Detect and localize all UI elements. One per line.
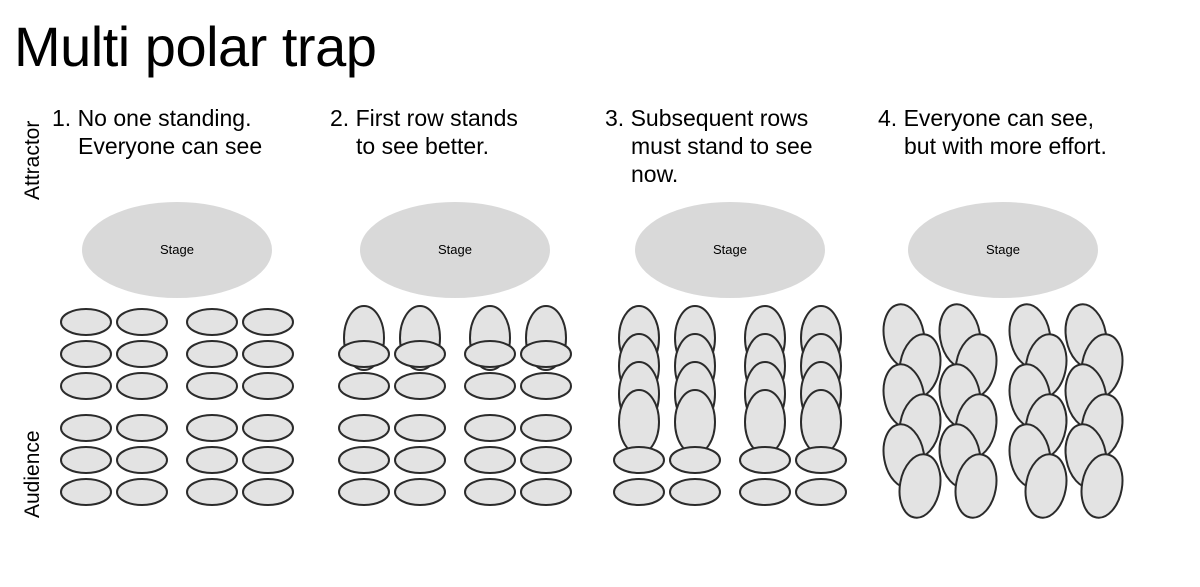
person-standing [674, 389, 716, 455]
person-seated [338, 372, 390, 400]
audience-graphic [613, 305, 847, 506]
person-seated [520, 340, 572, 368]
person-standing [1024, 453, 1068, 519]
stage-graphic: Stage [908, 202, 1098, 298]
person-seated [394, 372, 446, 400]
panel-2-stage: Stage [330, 200, 598, 330]
stage-graphic: Stage [82, 202, 272, 298]
person-seated [60, 340, 112, 368]
audience-graphic [60, 308, 294, 506]
person-seated [242, 308, 294, 336]
panel-1: 1. No one standing. Everyone can see Sta… [52, 104, 320, 574]
person-seated [186, 414, 238, 442]
person-standing [954, 453, 998, 519]
person-seated [613, 478, 665, 506]
panel-2-audience [330, 305, 598, 538]
person-seated [795, 446, 847, 474]
person-seated [186, 372, 238, 400]
person-seated [60, 414, 112, 442]
stage-graphic: Stage [635, 202, 825, 298]
person-seated [464, 340, 516, 368]
panel-4: 4. Everyone can see, but with more effor… [878, 104, 1146, 574]
person-seated [613, 446, 665, 474]
panel-3-caption: 3. Subsequent rows must stand to see now… [605, 105, 813, 187]
person-standing [898, 453, 942, 519]
person-standing [1080, 453, 1124, 519]
person-seated [60, 478, 112, 506]
audience-graphic [338, 305, 572, 506]
page-title: Multi polar trap [14, 15, 377, 78]
panel-1-caption: 1. No one standing. Everyone can see [52, 105, 263, 159]
person-standing [744, 389, 786, 455]
person-seated [186, 340, 238, 368]
person-seated [116, 372, 168, 400]
person-seated [186, 478, 238, 506]
person-seated [116, 446, 168, 474]
stage-label: Stage [160, 242, 194, 257]
person-standing [618, 389, 660, 455]
panel-1-audience [52, 308, 320, 538]
person-seated [464, 446, 516, 474]
panel-2-caption: 2. First row stands to see better. [330, 105, 518, 159]
panel-3: 3. Subsequent rows must stand to see now… [605, 104, 873, 574]
person-seated [338, 414, 390, 442]
person-seated [60, 446, 112, 474]
person-seated [669, 446, 721, 474]
person-seated [394, 414, 446, 442]
person-seated [338, 446, 390, 474]
person-seated [739, 478, 791, 506]
person-seated [394, 478, 446, 506]
panel-4-caption: 4. Everyone can see, but with more effor… [878, 105, 1107, 159]
person-seated [116, 414, 168, 442]
person-seated [795, 478, 847, 506]
stage-graphic: Stage [360, 202, 550, 298]
person-seated [60, 372, 112, 400]
person-seated [242, 414, 294, 442]
person-seated [520, 414, 572, 442]
person-seated [60, 308, 112, 336]
person-seated [520, 372, 572, 400]
axis-label-audience: Audience [21, 430, 44, 518]
person-seated [242, 372, 294, 400]
panel-4-stage: Stage [878, 200, 1146, 330]
stage-ellipse [82, 202, 272, 298]
person-seated [116, 340, 168, 368]
person-seated [739, 446, 791, 474]
stage-ellipse [360, 202, 550, 298]
audience-graphic [882, 303, 1124, 519]
stage-label: Stage [713, 242, 747, 257]
person-seated [338, 478, 390, 506]
person-seated [242, 446, 294, 474]
stage-label: Stage [438, 242, 472, 257]
person-seated [464, 372, 516, 400]
person-seated [242, 340, 294, 368]
person-seated [338, 340, 390, 368]
person-seated [242, 478, 294, 506]
person-seated [464, 414, 516, 442]
person-seated [669, 478, 721, 506]
panel-3-stage: Stage [605, 200, 873, 330]
person-seated [464, 478, 516, 506]
axis-label-attractor: Attractor [21, 120, 44, 200]
person-seated [520, 446, 572, 474]
stage-ellipse [635, 202, 825, 298]
panel-4-audience [878, 303, 1146, 538]
panel-2: 2. First row stands to see better. Stage [330, 104, 598, 574]
person-seated [394, 446, 446, 474]
person-seated [520, 478, 572, 506]
person-seated [116, 478, 168, 506]
person-seated [394, 340, 446, 368]
panel-3-audience [605, 305, 873, 538]
stage-label: Stage [986, 242, 1020, 257]
person-seated [186, 308, 238, 336]
person-standing [800, 389, 842, 455]
panel-1-stage: Stage [52, 200, 320, 330]
stage-ellipse [908, 202, 1098, 298]
person-seated [186, 446, 238, 474]
person-seated [116, 308, 168, 336]
